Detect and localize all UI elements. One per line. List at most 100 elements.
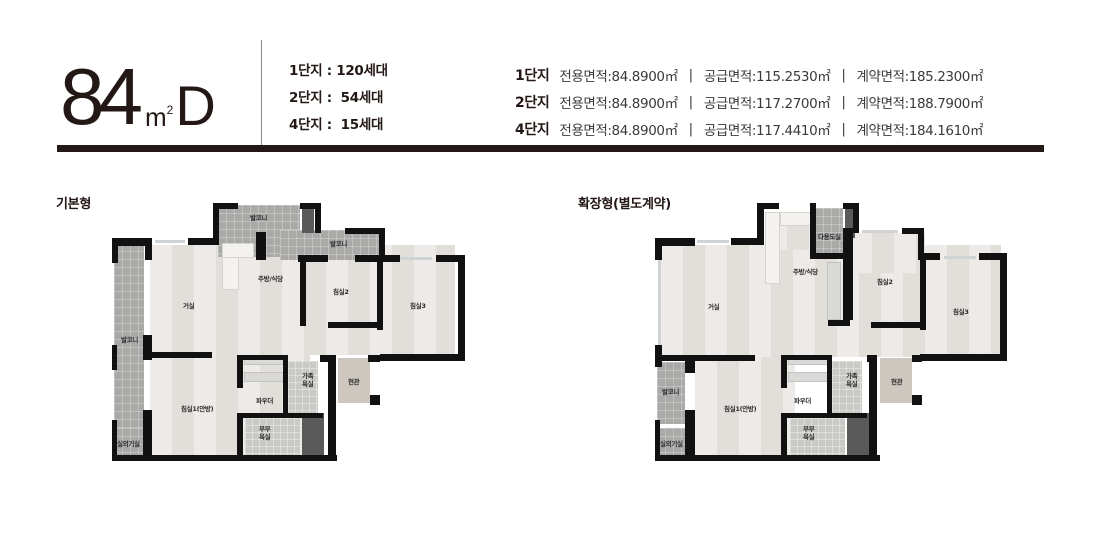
wall	[315, 203, 321, 233]
contract-area: 계약면적:184.1610㎡	[856, 122, 984, 139]
room-label-entrance: 현관	[891, 378, 903, 386]
supply-area: 공급면적:117.4410㎡	[703, 122, 831, 139]
wall	[298, 255, 328, 262]
wall	[436, 255, 464, 262]
wall	[655, 355, 755, 361]
pipe-space	[302, 413, 324, 455]
wall	[979, 253, 1007, 260]
wall	[112, 345, 117, 370]
complex-label: 2단지	[515, 94, 550, 111]
exclusive-area: 전용면적:84.8900㎡	[559, 68, 678, 85]
shaft	[845, 208, 855, 238]
wall	[188, 238, 218, 245]
wall	[112, 238, 152, 246]
bedroom2-floor	[850, 233, 925, 273]
room-label-couple-bath: 부부 욕실	[259, 425, 271, 441]
room-label-outdoor-unit: 실외기실	[117, 440, 140, 448]
wall	[145, 238, 152, 260]
wall	[655, 420, 660, 460]
pantry	[827, 262, 841, 320]
supply-area: 공급면적:115.2530㎡	[703, 68, 831, 85]
wall	[685, 355, 695, 373]
wall	[345, 228, 382, 234]
room-label-balcony-mid: 발코니	[330, 240, 348, 248]
room-label-living: 거실	[708, 303, 720, 311]
wall	[243, 413, 323, 418]
exclusive-area: 전용면적:84.8900㎡	[559, 122, 678, 139]
wall	[237, 355, 243, 388]
complex-label: 4단지	[515, 121, 550, 138]
household-counts: 1단지 : 120세대 2단지 : 54세대 4단지 : 15세대	[289, 63, 388, 144]
room-label-kitchen: 주방/식당	[793, 268, 818, 276]
unit-m: m	[144, 102, 167, 132]
room-label-family-bath: 가족 욕실	[302, 372, 314, 388]
wall	[781, 355, 787, 388]
balcony-left	[114, 243, 144, 428]
basic-plan-label: 기본형	[56, 197, 91, 212]
entrance-floor	[338, 358, 370, 403]
couple-bath-floor	[790, 418, 845, 455]
kitchen-counter	[765, 212, 780, 284]
area-row-1: 1단지 전용면적:84.8900㎡ | 공급면적:115.2530㎡ | 계약면…	[515, 61, 983, 88]
wall	[145, 352, 212, 358]
separator: |	[841, 66, 846, 83]
exclusive-area: 전용면적:84.8900㎡	[559, 95, 678, 112]
wall	[869, 355, 877, 460]
room-label-master: 침실1(안방)	[181, 405, 214, 413]
wall	[781, 413, 787, 458]
wall	[377, 258, 383, 330]
window	[697, 240, 729, 243]
outdoor-unit-room	[657, 428, 685, 455]
wall	[655, 238, 695, 246]
wall	[300, 203, 320, 209]
header-divider	[261, 40, 262, 146]
wall	[458, 255, 465, 360]
supply-area: 공급면적:117.2700㎡	[703, 95, 831, 112]
wall	[143, 410, 152, 460]
window	[155, 240, 185, 243]
room-label-bedroom2: 침실2	[877, 278, 893, 286]
wall	[843, 228, 853, 320]
wall	[300, 258, 306, 326]
wall	[853, 203, 859, 233]
unit-type-letter: D	[175, 74, 216, 137]
separator: |	[688, 66, 694, 83]
wall	[912, 395, 922, 405]
bedroom3-floor	[925, 258, 1000, 278]
utility-room	[815, 208, 843, 253]
room-label-balcony-left: 발코니	[662, 388, 680, 396]
wall	[112, 455, 337, 461]
family-bath-floor	[832, 361, 862, 415]
wall	[380, 354, 465, 361]
kitchen-sink	[222, 243, 254, 258]
closet	[788, 372, 828, 382]
pipe-space	[847, 413, 869, 455]
closet	[244, 372, 284, 382]
wall	[787, 413, 867, 418]
room-label-kitchen: 주방/식당	[258, 275, 283, 283]
wall	[213, 203, 238, 209]
room-label-bedroom3: 침실3	[410, 302, 426, 310]
outdoor-unit-room	[114, 428, 144, 455]
separator: |	[688, 120, 694, 137]
room-label-utility: 다용도실	[818, 233, 841, 241]
room-label-powder: 파우더	[256, 397, 274, 405]
wall	[1000, 253, 1007, 360]
wall	[112, 420, 117, 460]
unit-type-title: 84 m2 D	[60, 56, 216, 137]
wall	[370, 395, 380, 405]
wall	[810, 253, 850, 259]
household-count-4: 4단지 : 15세대	[289, 117, 384, 133]
wall	[757, 203, 779, 209]
room-label-master: 침실1(안방)	[724, 405, 757, 413]
wall	[256, 232, 266, 260]
wall	[143, 335, 152, 360]
balcony-left	[657, 362, 685, 424]
wall	[920, 258, 926, 330]
area-table: 1단지 전용면적:84.8900㎡ | 공급면적:115.2530㎡ | 계약면…	[515, 61, 983, 142]
area-row-2: 2단지 전용면적:84.8900㎡ | 공급면적:117.2700㎡ | 계약면…	[515, 88, 983, 115]
separator: |	[841, 93, 846, 110]
wall	[902, 228, 924, 234]
kitchen-sink	[780, 212, 812, 226]
wall	[827, 355, 832, 417]
